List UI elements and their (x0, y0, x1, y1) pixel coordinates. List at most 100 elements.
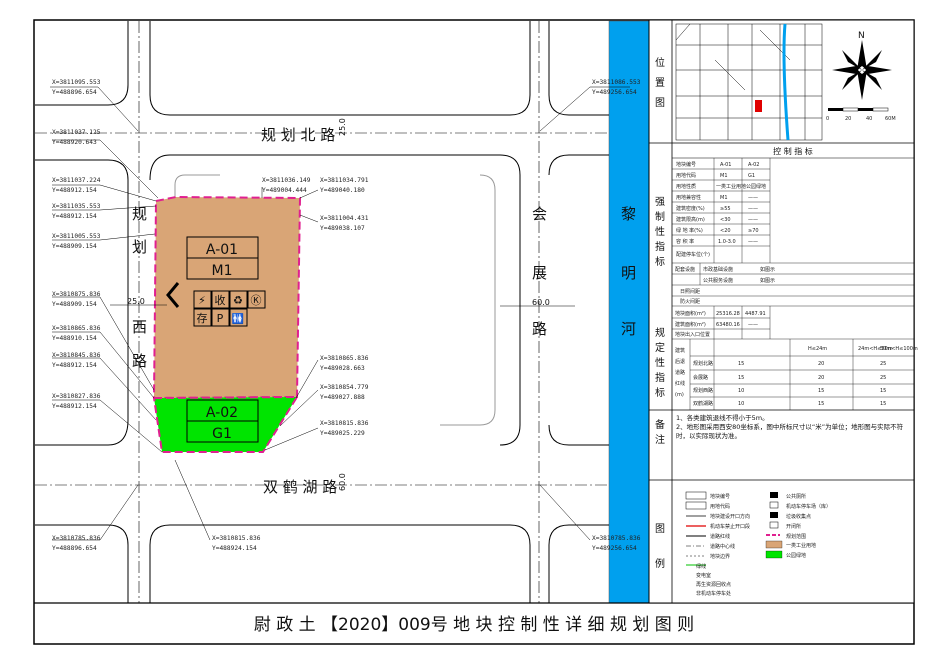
river-name-3: 河 (621, 320, 636, 338)
cell: <30 (720, 217, 731, 223)
substation-icon: Ⓚ (251, 294, 262, 307)
toilet-icon: 🚻 (232, 312, 244, 325)
prescribed-label: 指 (655, 371, 665, 384)
power-icon: ⚡ (198, 294, 206, 307)
coord-x: X=3811034.791 (320, 177, 369, 184)
coord-y: Y=489028.663 (320, 365, 365, 372)
cell: 25 (880, 361, 886, 367)
mandatory-label: 制 (655, 210, 665, 223)
coord-x: X=3810815.836 (320, 420, 369, 427)
coord-x: X=3810854.779 (320, 384, 369, 391)
scale-bar: 0 20 40 60M (826, 107, 896, 122)
prescribed-label: 定 (655, 341, 665, 354)
legend-label: 图 (655, 523, 665, 535)
coord-y: Y=488924.154 (212, 545, 257, 552)
parcel-a01 (152, 195, 302, 400)
cell: ≥70 (748, 228, 759, 234)
coord-y: Y=488912.154 (52, 362, 97, 369)
parcel-label-a01: A-01 M1 (186, 236, 259, 280)
road-east-3: 路 (532, 320, 547, 338)
river-name-1: 黎 (621, 205, 636, 223)
parcel-id: A-02 (206, 405, 238, 421)
cell: 配建停车位(个) (676, 251, 710, 258)
coord-y: Y=488910.154 (52, 335, 97, 342)
road-west-2: 划 (132, 238, 147, 256)
cell: 市政基础设施 (703, 266, 733, 273)
legend-item: 机动车禁止开口段 (710, 523, 750, 530)
parking-icon: P (217, 312, 224, 325)
coord-x: X=3811037.224 (52, 177, 101, 184)
legend (685, 491, 783, 566)
trash-icon: ♻ (233, 294, 243, 307)
road-west-1: 规 (132, 205, 147, 223)
panel-label-location: 位 (655, 56, 665, 69)
cell: 地块面积(m²) (675, 310, 706, 317)
indicators-title: 控 制 指 标 (773, 146, 813, 156)
cell: —— (748, 195, 758, 201)
notes-label: 备 (655, 418, 665, 431)
coord-leaders (50, 86, 630, 541)
coord-x: X=3810815.836 (212, 535, 261, 542)
coord-y: Y=488909.154 (52, 243, 97, 250)
cell: 后退 (675, 358, 685, 365)
facility-icons: ⚡ 收 ♻ Ⓚ 存 P 🚻 (193, 290, 266, 327)
scale-label: 20 (845, 116, 851, 122)
coord-x: X=3810827.836 (52, 393, 101, 400)
road-east-1: 会 (532, 205, 547, 223)
coord-y: Y=489040.180 (320, 187, 365, 194)
cell: 用地性质 (676, 183, 696, 190)
panel-label-location: 置 (655, 77, 665, 89)
note-1: 1、各类建筑退线不得小于5m。 (676, 414, 769, 422)
coord-y: Y=489004.444 (262, 187, 307, 194)
coord-y: Y=488896.654 (52, 545, 97, 552)
coord-y: Y=489256.654 (592, 89, 637, 96)
cell: M1 (720, 195, 728, 201)
legend-item: 非机动车停车处 (696, 590, 731, 597)
cell: 绿 地 率(%) (676, 227, 703, 234)
coord-x: X=3811036.149 (262, 177, 311, 184)
coord-y: Y=488912.154 (52, 403, 97, 410)
cell: 50m<H≤100m (880, 346, 918, 352)
mandatory-label: 性 (655, 225, 665, 238)
prescribed-label: 性 (655, 356, 665, 369)
river (609, 21, 649, 603)
parcel-code: M1 (212, 263, 233, 279)
road-north: 规 划 北 路 (261, 126, 335, 144)
legend-item: 规划范围 (786, 533, 806, 540)
road-north-width: 25.0 (338, 118, 347, 136)
cell: —— (748, 239, 758, 245)
cell: H≤24m (808, 346, 827, 352)
legend-item: 用地代码 (710, 503, 730, 510)
cell: A-02 (748, 162, 759, 168)
cell: 10 (738, 388, 744, 394)
cell: 10 (738, 401, 744, 407)
cell: 一类工业用地 (716, 183, 746, 190)
cell: 用地代码 (676, 172, 696, 179)
legend-item: 道路中心线 (710, 543, 735, 550)
cell: 道路 (675, 369, 685, 376)
coord-y: Y=488912.154 (52, 187, 97, 194)
cell: 防火间距 (680, 298, 700, 305)
legend-item: 地块建设开口方向 (710, 513, 750, 520)
coord-y: Y=489025.229 (320, 430, 365, 437)
cell: A-01 (720, 162, 731, 168)
coord-y: Y=489027.888 (320, 394, 365, 401)
coord-y: Y=488909.154 (52, 301, 97, 308)
coord-x: X=3810865.836 (320, 355, 369, 362)
location-map (675, 23, 823, 141)
coord-x: X=3810785.836 (52, 535, 101, 542)
legend-item: 地块边界 (710, 553, 730, 560)
coord-x: X=3810785.836 (592, 535, 641, 542)
cell: 20 (818, 375, 824, 381)
coord-x: X=3811086.553 (592, 79, 641, 86)
cell: 用地兼容性 (676, 194, 701, 201)
cell: 公园绿地 (746, 183, 766, 190)
note-2: 2、地形图采用西安80坐标系，图中所标尺寸以“米”为单位；地形图与实际不符时，以… (676, 423, 904, 440)
legend-item: 公园绿地 (786, 552, 806, 559)
cell: <20 (720, 228, 731, 234)
prescribed-label: 规 (655, 326, 665, 339)
indicator-table (672, 158, 914, 410)
coord-y: Y=489256.654 (592, 545, 637, 552)
road-centerlines (35, 21, 609, 603)
legend-item: 公共厕所 (786, 493, 806, 500)
